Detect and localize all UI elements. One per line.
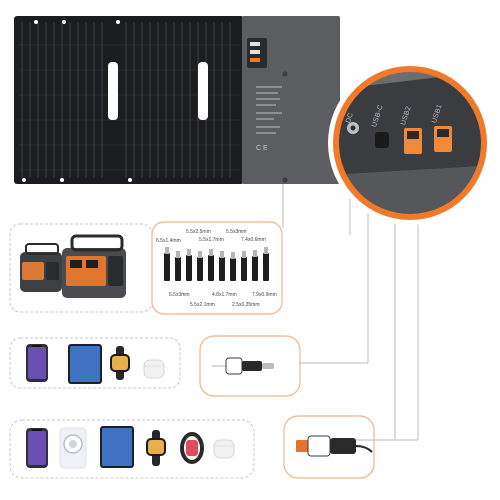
smartwatch-icon — [146, 430, 166, 466]
power-station-icon — [20, 234, 126, 298]
tablet-icon — [100, 426, 134, 468]
port-zoom-callout — [328, 61, 492, 225]
dc-tip-label: 5.5x3mm — [226, 229, 247, 235]
dc-tip-label: 5.5x2.1mm — [190, 302, 215, 308]
magsafe-charger-icon — [59, 427, 87, 469]
dc-tip-label: 2.5x0.35mm — [232, 302, 260, 308]
phone-icon — [26, 428, 48, 468]
panel-handle-slot — [108, 62, 118, 120]
usb-a-cable-icon — [296, 435, 373, 457]
svg-text:C E: C E — [256, 145, 268, 152]
dc-tip-label: 5.5x2.5mm — [186, 229, 211, 235]
dc-tip-label: 7.4x0.6mm — [241, 237, 266, 243]
usb-c-cable-icon — [212, 357, 274, 375]
dc-tip-label: 7.9x0.9mm — [252, 292, 277, 298]
fitness-band-icon — [180, 432, 204, 464]
earbuds-icon — [213, 439, 235, 459]
panel-handle-slot — [198, 62, 208, 120]
dc-tip-label: 6.5x3mm — [169, 292, 190, 298]
solar-panel-icon: C E — [14, 16, 340, 184]
dc-tip-connectors — [164, 247, 269, 281]
phone-icon — [26, 344, 48, 382]
dc-tip-label: 6.5x1.4mm — [156, 238, 181, 244]
earbuds-icon — [143, 359, 165, 379]
tablet-icon — [68, 344, 102, 384]
smartwatch-icon — [110, 346, 130, 380]
dc-tip-label: 5.5x1.7mm — [199, 237, 224, 243]
dc-tip-label: 4.8x1.7mm — [212, 292, 237, 298]
